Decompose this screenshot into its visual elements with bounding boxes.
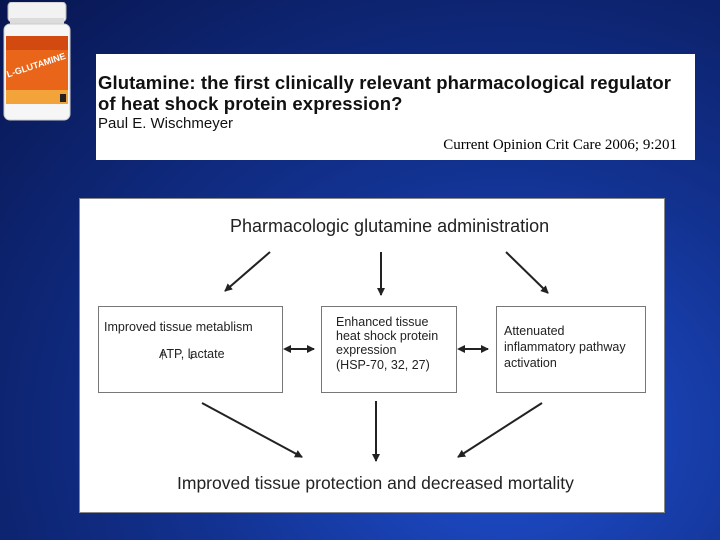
atp-label: ATP, — [159, 347, 185, 361]
node-inflammation-line2: inflammatory pathway — [504, 340, 626, 354]
article-title-line1: Glutamine: the first clinically relevant… — [98, 72, 672, 93]
node-tissue-metabolism: Improved tissue metablism ↑ ATP, ↓ lacta… — [98, 306, 283, 393]
article-title-line2: of heat shock protein expression? — [98, 93, 403, 114]
node-metabolism-label: Improved tissue metablism — [104, 320, 253, 334]
node-inflammation-line3: activation — [504, 356, 557, 370]
node-inflammatory-pathway: Attenuated inflammatory pathway activati… — [496, 306, 646, 393]
node-hsp-line4: (HSP-70, 32, 27) — [336, 358, 430, 372]
diagram-top-label: Pharmacologic glutamine administration — [230, 216, 550, 236]
arrow-top-left — [224, 251, 271, 292]
node-inflammation-line1: Attenuated — [504, 324, 565, 338]
arrow-top-right — [505, 251, 549, 294]
diagram-arrows — [201, 251, 549, 462]
article-header: Glutamine: the first clinically relevant… — [96, 54, 695, 160]
diagram-bottom-label: Improved tissue protection and decreased… — [177, 473, 574, 493]
glutamine-bottle-image: L-GLUTAMINE — [3, 2, 71, 121]
node-hsp-line1: Enhanced tissue — [336, 315, 429, 329]
up-arrow-icon: ↑ — [159, 346, 166, 362]
arrow-bottom-right — [457, 402, 543, 458]
node-metabolism-detail: ↑ ATP, ↓ lactate — [159, 347, 225, 361]
lactate-label: lactate — [187, 347, 225, 361]
article-author: Paul E. Wischmeyer — [98, 115, 234, 132]
node-hsp-line2: heat shock protein — [336, 329, 439, 343]
node-heat-shock-protein: Enhanced tissue heat shock protein expre… — [321, 306, 457, 393]
arrow-bottom-left — [201, 402, 303, 458]
citation: Current Opinion Crit Care 2006; 9:201 — [443, 137, 677, 153]
node-hsp-line3: expression — [336, 343, 397, 357]
flow-diagram: Pharmacologic glutamine administration I… — [79, 198, 665, 513]
down-arrow-icon: ↓ — [187, 346, 195, 362]
